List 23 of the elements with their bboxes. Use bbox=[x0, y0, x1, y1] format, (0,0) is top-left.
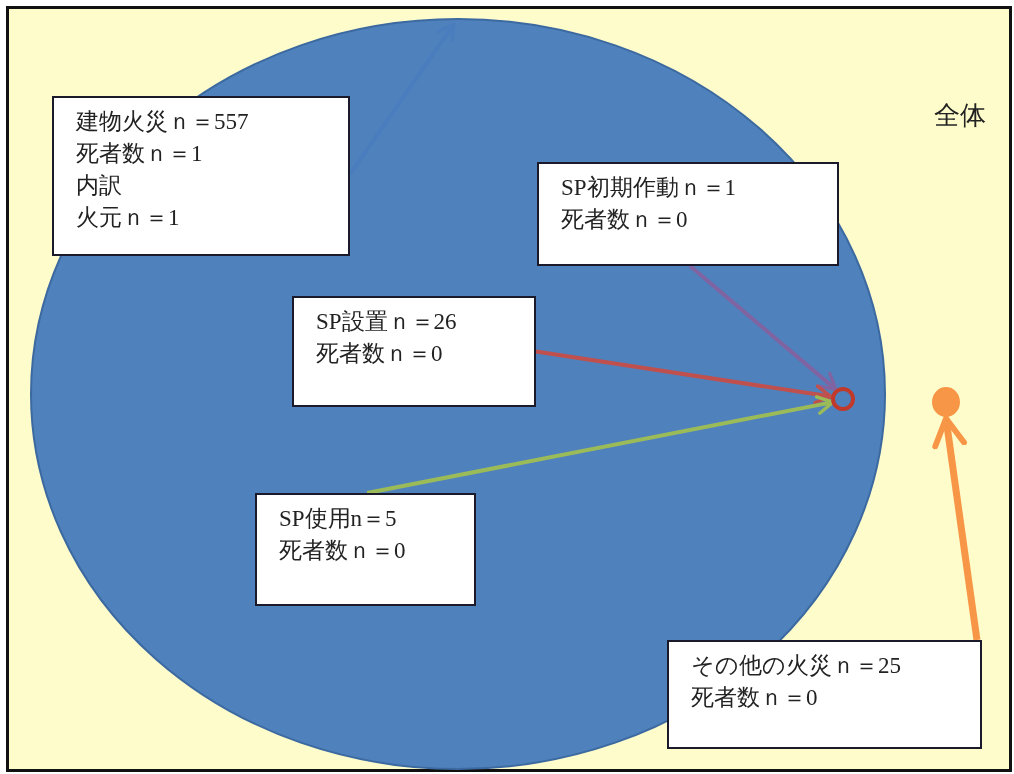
count-text: 死者数ｎ＝1 bbox=[76, 140, 203, 168]
arrow bbox=[932, 415, 981, 641]
dot-marker bbox=[932, 387, 960, 417]
callout-box bbox=[537, 162, 839, 266]
count-text: SP初期作動ｎ＝1 bbox=[561, 174, 737, 202]
arrow bbox=[366, 395, 835, 495]
arrow bbox=[535, 349, 833, 405]
count-text: 死者数ｎ＝0 bbox=[316, 340, 443, 368]
count-text: SP設置ｎ＝26 bbox=[316, 308, 457, 336]
count-text: その他の火災ｎ＝25 bbox=[691, 652, 901, 680]
arrow bbox=[688, 264, 838, 392]
count-text: 死者数ｎ＝0 bbox=[561, 206, 688, 234]
ring-marker bbox=[831, 387, 855, 411]
count-text: 内訳 bbox=[76, 172, 122, 200]
count-text: SP使用n＝5 bbox=[279, 505, 397, 533]
count-text: 死者数ｎ＝0 bbox=[279, 537, 406, 565]
callout-box bbox=[292, 296, 536, 407]
count-text: 建物火災ｎ＝557 bbox=[76, 108, 249, 136]
region-label: 全体 bbox=[934, 100, 986, 132]
count-text: 死者数ｎ＝0 bbox=[691, 684, 818, 712]
callout-box bbox=[255, 493, 476, 606]
callout-box bbox=[667, 640, 982, 749]
count-text: 火元ｎ＝1 bbox=[76, 204, 180, 232]
